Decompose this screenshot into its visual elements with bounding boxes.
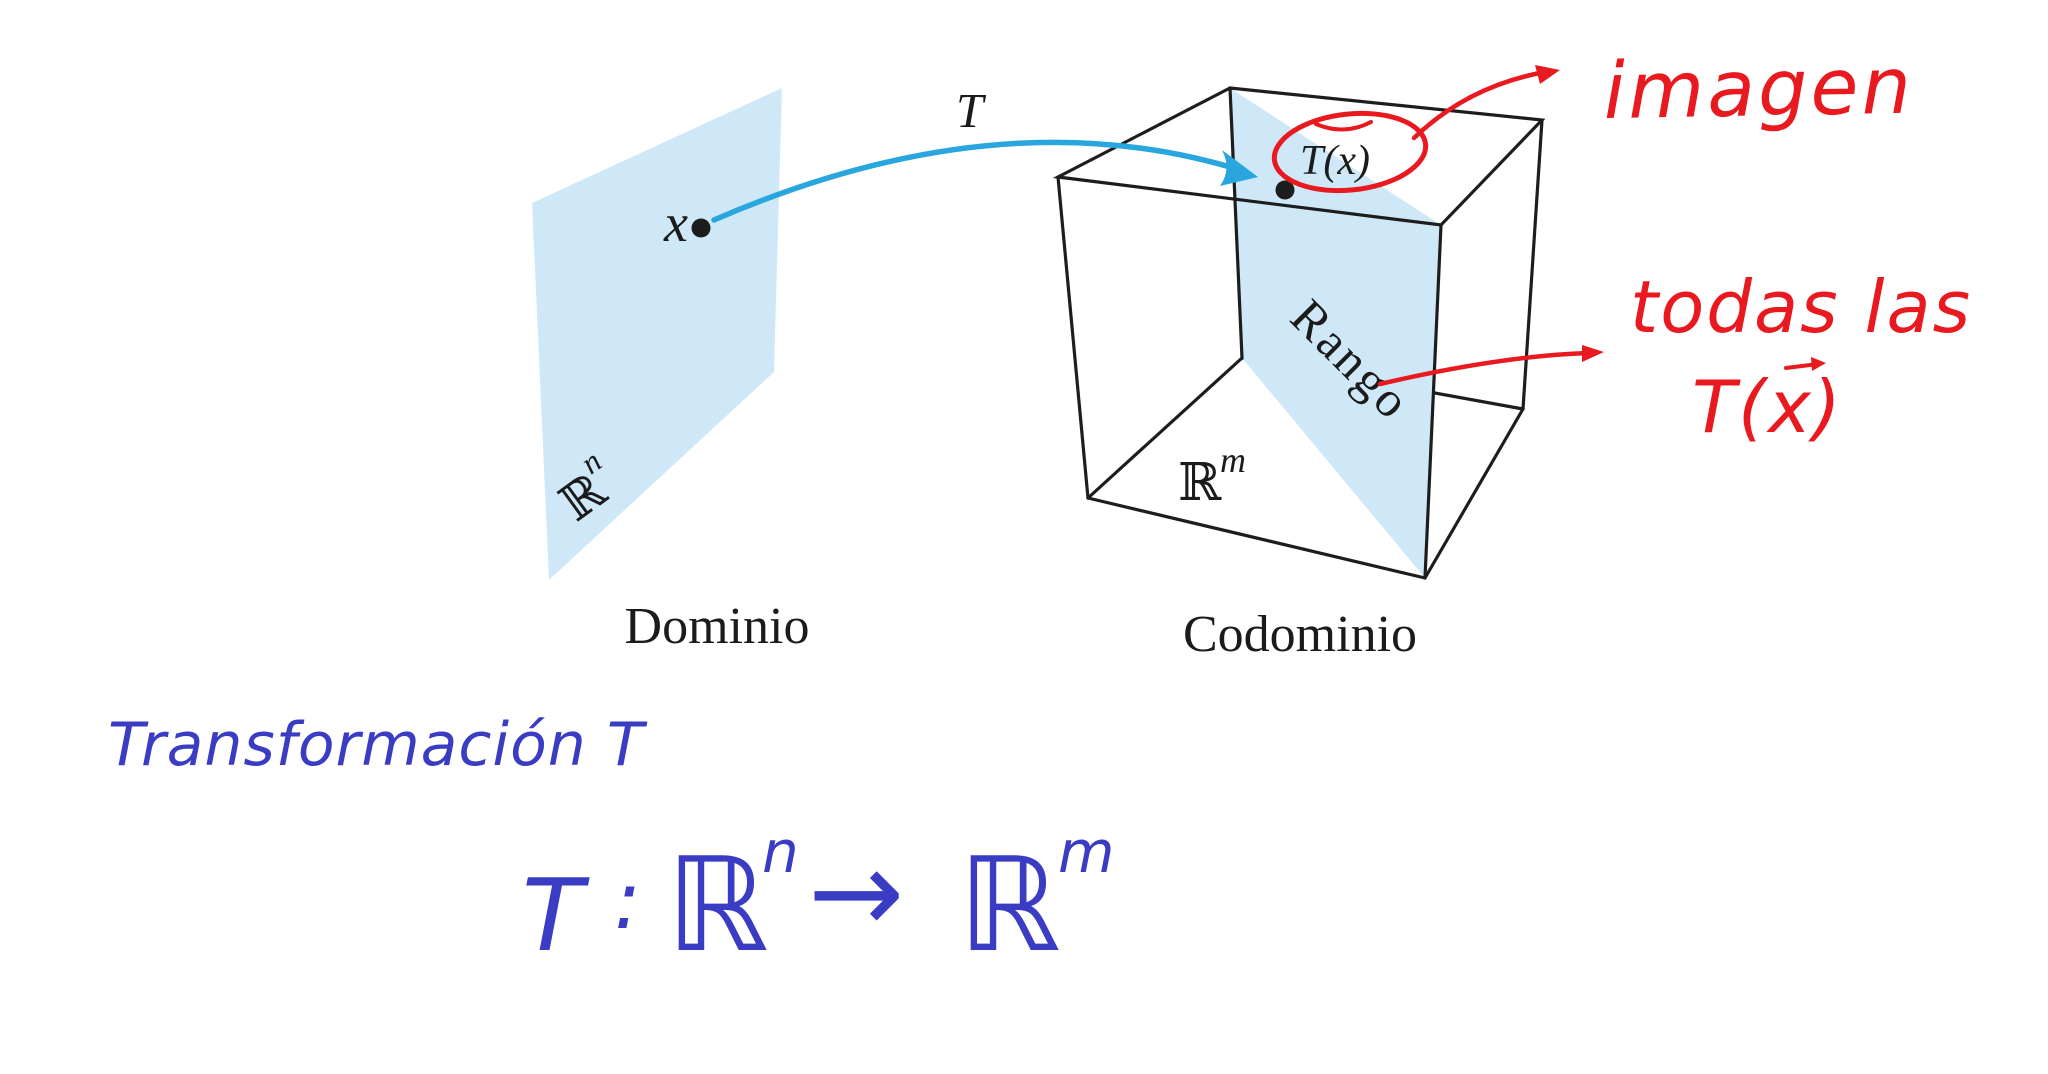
codomain-caption: Codominio	[1183, 606, 1417, 663]
x-point-dot	[691, 218, 711, 238]
formula-colon: :	[614, 854, 641, 947]
formula-domain-exponent: n	[762, 818, 799, 886]
formula-map-name: T	[522, 857, 590, 974]
cube-edge	[1056, 175, 1090, 500]
rm-space-label: ℝ m	[1178, 440, 1246, 513]
cube-edge	[1086, 496, 1427, 580]
map-arrow	[711, 139, 1243, 223]
range-plane	[1230, 88, 1441, 578]
todas-arrow	[1377, 350, 1591, 387]
cube-edge	[1423, 223, 1443, 580]
rm-symbol: ℝ	[1178, 453, 1222, 513]
map-arrow-label: T	[956, 83, 987, 138]
formula-codomain-symbol: ℝ	[958, 829, 1061, 981]
image-point-dot	[1275, 180, 1295, 200]
vector-arrow-mark-head	[1811, 357, 1826, 371]
cube-edge	[1423, 407, 1525, 580]
todas-arrowhead	[1582, 345, 1604, 362]
cube-edge	[1521, 118, 1544, 411]
todas-note-line1: todas las	[1630, 265, 1972, 349]
formula-codomain-exponent: m	[1058, 818, 1115, 886]
todas-note-line2: T(x)	[1692, 365, 1843, 449]
imagen-arrowhead	[1535, 65, 1560, 84]
domain-caption: Dominio	[625, 598, 810, 655]
image-highlight-overstroke	[1314, 120, 1373, 132]
image-highlight-circle	[1271, 110, 1429, 194]
formula-domain-symbol: ℝ	[666, 829, 769, 981]
transformation-formula: T : ℝ n → ℝ m	[522, 818, 1115, 981]
cube-edge	[1228, 86, 1244, 360]
imagen-arrow	[1411, 69, 1548, 141]
x-point-label: x	[663, 193, 688, 253]
rm-exponent: m	[1220, 440, 1246, 480]
formula-arrow: →	[808, 826, 904, 960]
map-arrowhead	[1220, 150, 1258, 186]
imagen-note: imagen	[1603, 42, 1915, 137]
cube-edge	[1086, 356, 1244, 500]
transformation-title: Transformación T	[108, 710, 648, 780]
image-point-label: T(x)	[1300, 138, 1370, 184]
domain-plane	[532, 88, 782, 580]
